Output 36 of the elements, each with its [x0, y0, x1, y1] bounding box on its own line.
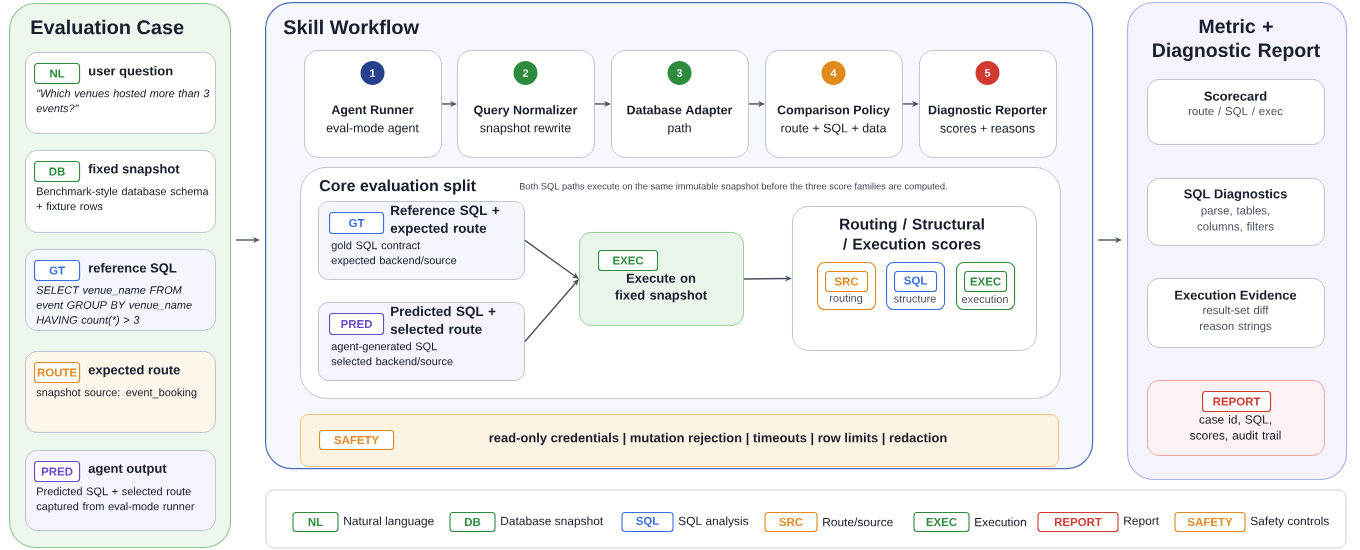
step-number: 1 [360, 61, 385, 85]
legend-badge: SRC [764, 511, 818, 533]
report-card: Execution Evidence result-set diff reason strings [1147, 278, 1325, 348]
tag-badge: EXEC [964, 271, 1008, 293]
legend-badge: DB [449, 511, 496, 533]
legend-text: Database snapshot [501, 516, 604, 528]
tag-badge: GT [329, 212, 385, 235]
tag-badge: PRED [34, 461, 81, 483]
tag-badge: NL [34, 63, 81, 85]
tag-badge: DB [34, 161, 81, 183]
legend-text: SQL analysis [678, 516, 749, 528]
arrow [524, 239, 579, 279]
legend-badge: EXEC [913, 511, 970, 533]
step-number: 2 [513, 61, 538, 85]
tag-badge: EXEC [598, 250, 659, 272]
legend-badge: REPORT [1037, 511, 1119, 533]
step-number: 4 [821, 61, 846, 85]
step-number: 5 [975, 61, 1000, 85]
report-card: Scorecard route / SQL / exec [1147, 79, 1325, 145]
tag-badge: SQL [894, 271, 938, 293]
tag-badge: SRC [825, 271, 869, 293]
legend-badge: SQL [621, 511, 674, 533]
report-card: SQL Diagnostics parse, tables, columns, filters [1147, 178, 1325, 246]
legend-text: Execution [975, 517, 1026, 527]
tag-badge: ROUTE [34, 362, 81, 384]
legend-text: Route/source [823, 517, 893, 527]
tag-badge: GT [34, 260, 81, 282]
legend-badge: NL [292, 511, 339, 533]
legend-text: Report [1124, 516, 1159, 528]
legend-text: Safety controls [1250, 516, 1329, 528]
tag-badge: SAFETY [319, 430, 395, 451]
tag-badge: REPORT [1202, 391, 1272, 413]
legend-badge: SAFETY [1174, 511, 1246, 533]
legend-text: Natural language [344, 516, 434, 528]
tag-badge: PRED [329, 313, 385, 336]
step-number: 3 [667, 61, 692, 85]
